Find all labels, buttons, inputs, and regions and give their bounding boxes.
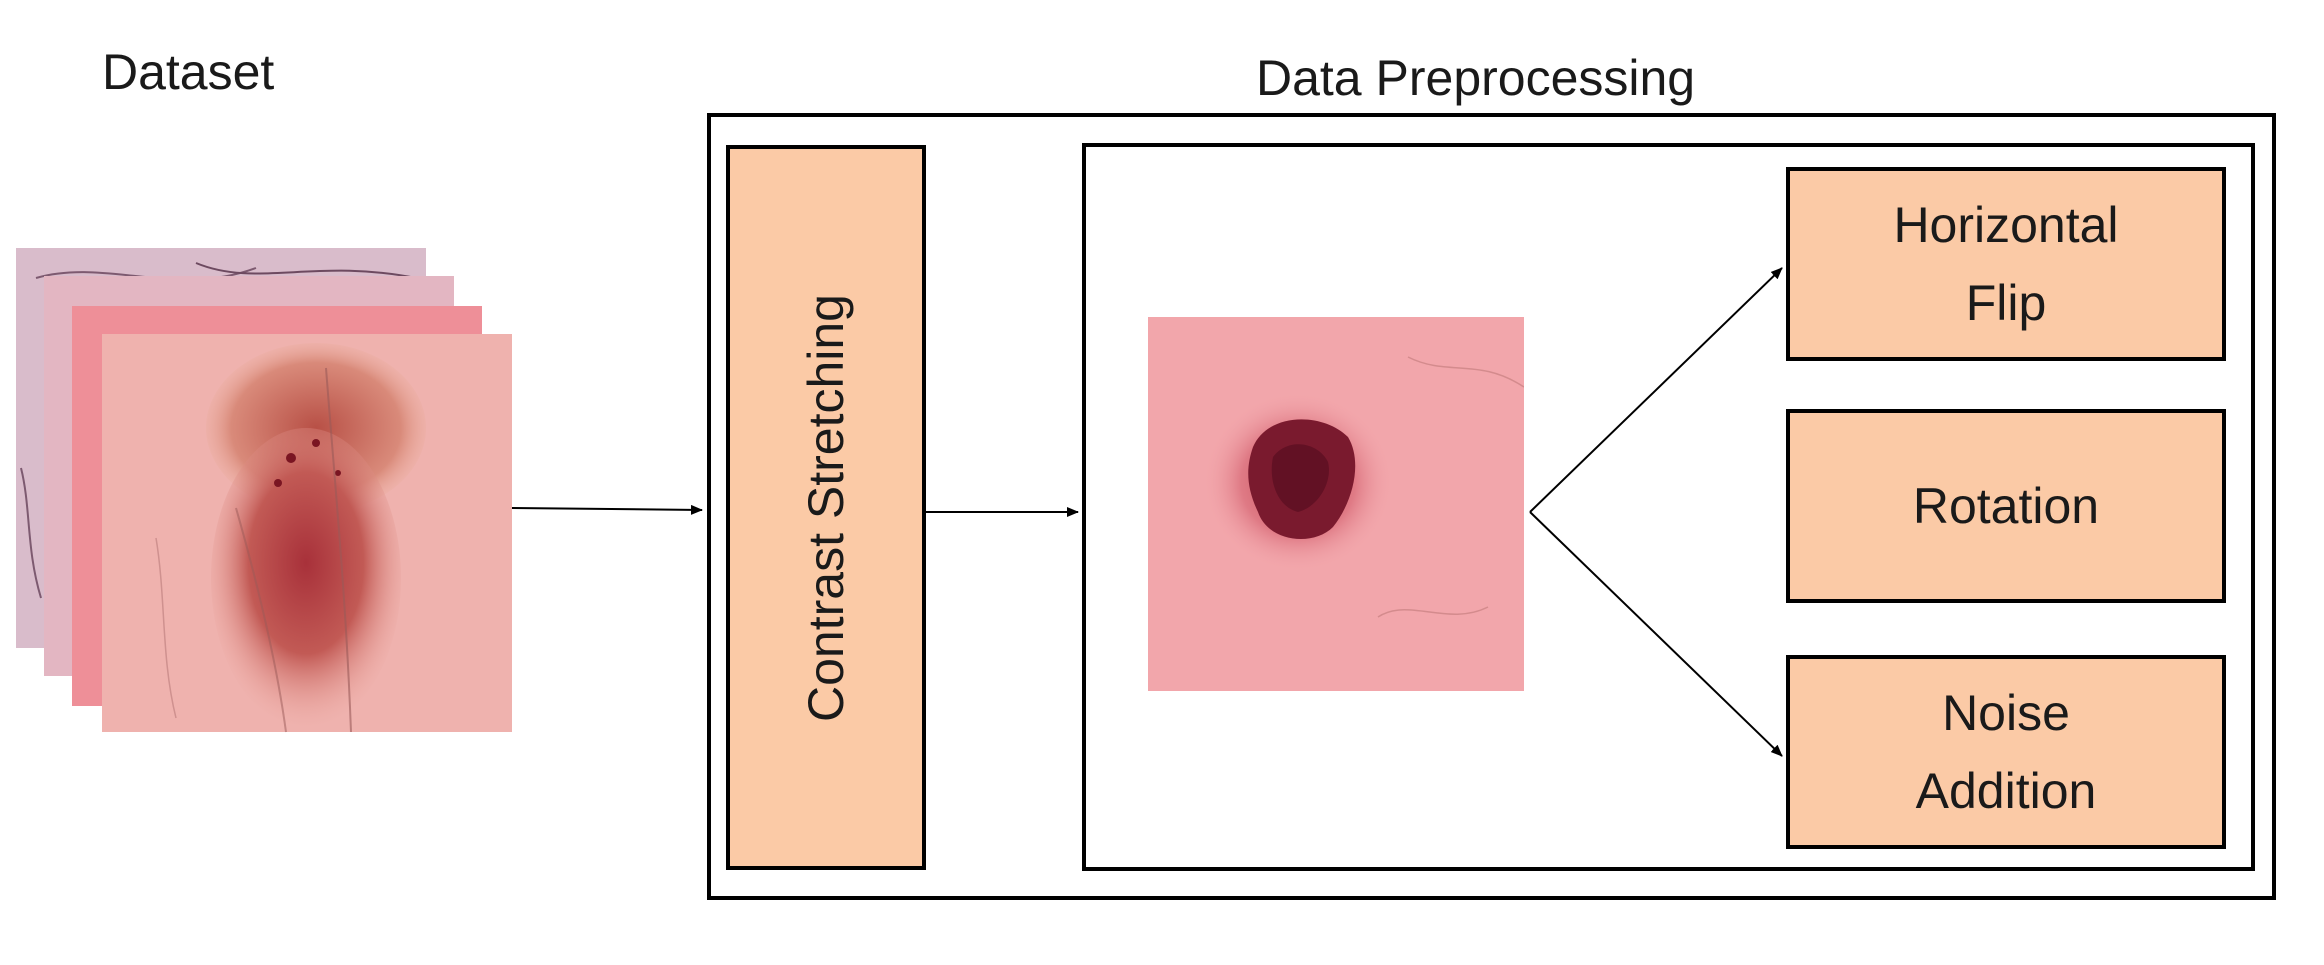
horizontal-flip-line1: Horizontal — [1893, 197, 2119, 253]
noise-addition-line2: Addition — [1915, 763, 2097, 819]
rotation-label: Rotation — [1912, 478, 2100, 534]
preprocessing-title: Data Preprocessing — [1256, 50, 1696, 106]
contrast-stretching-box: Contrast Stretching — [726, 145, 926, 870]
horizontal-flip-box: Horizontal Flip — [1786, 167, 2226, 361]
arrow-dataset-to-contrast — [511, 504, 703, 515]
dataset-title: Dataset — [102, 44, 275, 100]
dataset-image-stack — [16, 248, 512, 733]
noise-addition-box: Noise Addition — [1786, 655, 2226, 849]
preprocessing-frame — [707, 113, 2276, 900]
single-lesion-image — [1148, 317, 1524, 691]
rotation-box: Rotation — [1786, 409, 2226, 603]
noise-addition-line1: Noise — [1942, 685, 2070, 741]
contrast-stretching-label: Contrast Stretching — [798, 293, 854, 722]
horizontal-flip-line2: Flip — [1965, 275, 2047, 331]
augmentation-frame — [1082, 143, 2255, 871]
dataset-image-front — [102, 334, 512, 733]
